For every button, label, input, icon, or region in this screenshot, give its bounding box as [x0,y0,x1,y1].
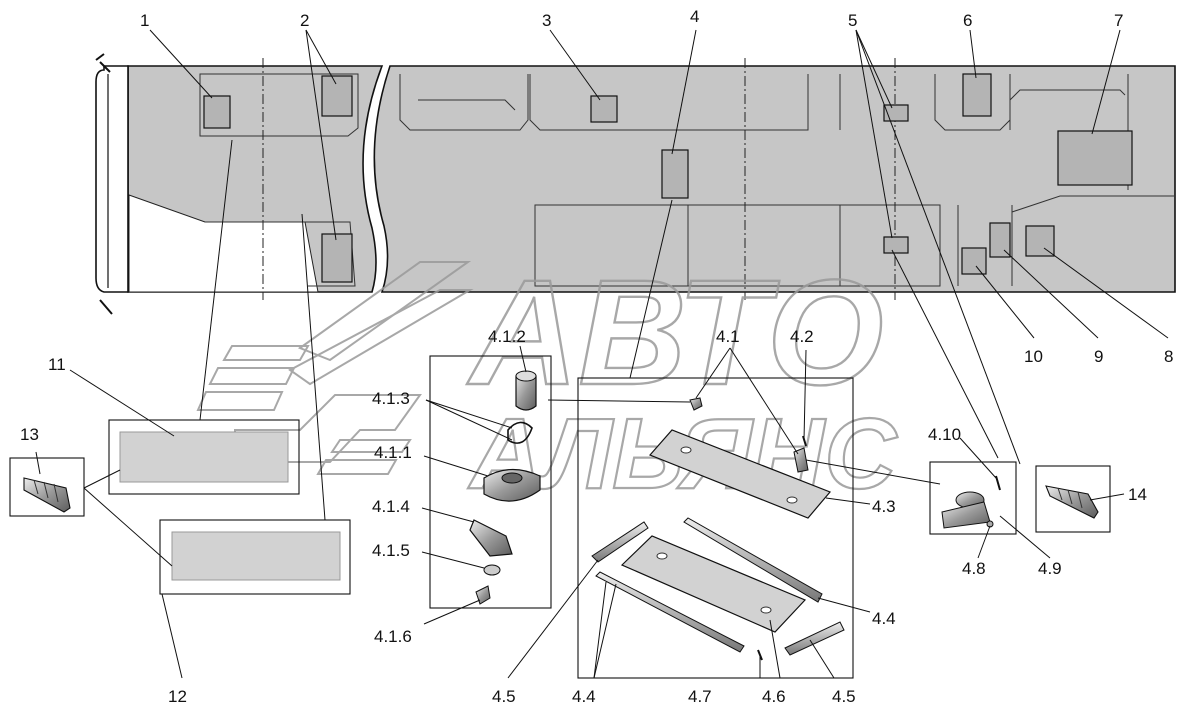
callout-4-5-left: 4.5 [492,687,516,706]
callout-4-1-5: 4.1.5 [372,541,410,560]
hatch-2-top [321,75,353,117]
callout-11: 11 [48,355,66,374]
bus-front-frame [95,65,129,293]
frame-4-assembly [577,377,854,679]
cover-plate-4-3 [648,429,831,519]
callout-4-8: 4.8 [962,559,986,578]
strip-4-5-left [591,521,649,563]
hatch-5-top [883,104,909,122]
callout-14: 14 [1128,485,1147,504]
callout-4-1-4: 4.1.4 [372,497,410,516]
hole [760,606,772,614]
callout-4: 4 [690,7,699,26]
frame-screw-14 [1035,465,1111,533]
callout-5: 5 [848,11,857,30]
callout-2: 2 [300,11,309,30]
screw-14 [1045,485,1099,519]
hole [656,552,668,560]
hatch-7 [1057,130,1133,186]
hatch-4-assembly [591,397,845,661]
callout-10: 10 [1024,347,1043,366]
frame-lock-4-8-4-10 [929,461,1017,535]
hatch-8 [1025,225,1055,257]
frame-screw-13 [9,457,85,517]
hatch-1 [203,95,231,129]
floor-panel-seams [199,73,1175,287]
washer-4-1-5 [483,564,501,576]
callout-4-1-3: 4.1.3 [372,389,410,408]
callout-4-4-left: 4.4 [572,687,596,706]
strip-4-5-right [784,621,845,656]
callout-4-10: 4.10 [928,425,961,444]
callout-4-2: 4.2 [790,327,814,346]
hatch-9 [989,222,1011,258]
callout-12: 12 [168,687,187,706]
callout-4-5-right: 4.5 [832,687,856,706]
callout-4-6: 4.6 [762,687,786,706]
callout-13: 13 [20,425,39,444]
screw-4-7 [757,649,763,661]
callout-8: 8 [1164,347,1173,366]
callout-3: 3 [542,11,551,30]
hole [786,496,798,504]
hatch-3 [590,95,618,123]
watermark-stripes [196,261,474,482]
fastener-4-1 [689,397,703,411]
entrance-area [128,194,319,293]
callout-4-3: 4.3 [872,497,896,516]
main-floor-panel [373,65,1176,293]
cover-plate-4-6 [620,535,807,633]
callout-4-1-1: 4.1.1 [374,443,412,462]
leader-lines [35,29,1169,679]
hole [680,446,692,454]
bus-floor-plan [95,53,1176,315]
lock-assembly-4-8-4-10 [941,475,1001,529]
mirror-marks [95,53,113,315]
plate-11 [119,431,289,483]
frame-4-1-assembly [429,355,552,609]
callout-7: 7 [1114,11,1123,30]
spring-ring-4-1-3 [507,421,533,444]
rail-4-4-right [683,517,823,603]
callout-4-1-6: 4.1.6 [374,627,412,646]
screw-13 [23,477,71,513]
callout-4-1: 4.1 [716,327,740,346]
lock-lever [941,501,991,529]
screw-4-1-6 [475,585,491,605]
fastener-4-2 [802,435,807,447]
axle-centerlines [262,58,896,300]
rail-4-4-left [595,571,745,653]
hatch-2-bottom [321,233,353,283]
floor-hatches [203,73,1133,283]
frame-plate-12 [159,519,351,595]
callout-6: 6 [963,11,972,30]
callout-4-4-right: 4.4 [872,609,896,628]
plate-12 [171,531,341,581]
callout-1: 1 [140,11,149,30]
latch-4-1-4 [469,519,513,557]
lock-pin-4-10 [995,475,1001,491]
hatch-4 [661,149,689,199]
callout-9: 9 [1094,347,1103,366]
callout-4-1-2: 4.1.2 [488,327,526,346]
detail-frames [9,355,1111,679]
hatch-10 [961,247,987,275]
hatch-5-bottom [883,236,909,254]
callout-labels: 1 2 3 4 5 6 7 8 9 10 11 12 13 14 4.1.2 4… [20,7,1173,706]
frame-plate-11 [108,419,300,495]
hatch-6 [962,73,992,117]
callout-4-9: 4.9 [1038,559,1062,578]
callout-4-7: 4.7 [688,687,712,706]
lock-body-4-1-1 [483,468,541,502]
lock-4-1-exploded [469,370,541,605]
